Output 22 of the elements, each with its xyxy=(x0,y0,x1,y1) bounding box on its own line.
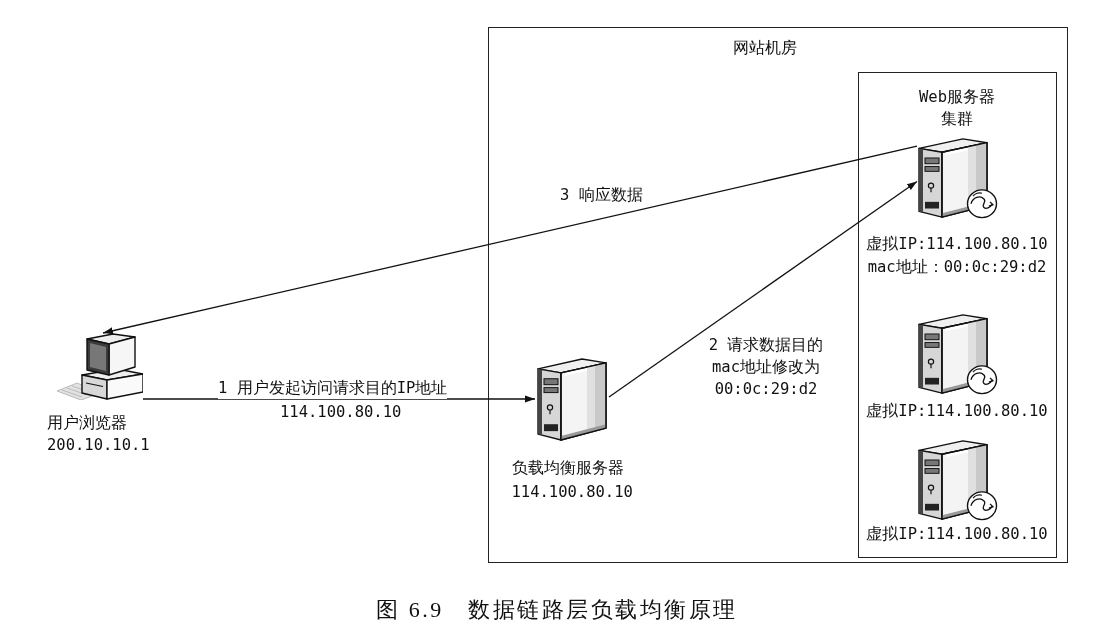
group-title: 网站机房 xyxy=(732,37,797,59)
group-title: Web服务器集群 xyxy=(918,87,996,130)
group-frame xyxy=(857,71,1057,558)
device-label: 200.10.10.1 xyxy=(47,435,150,456)
server-icon xyxy=(534,356,609,442)
arrow xyxy=(142,395,536,403)
device-label: 负载均衡服务器 xyxy=(511,457,624,479)
edge-label: 3 响应数据 xyxy=(560,184,643,206)
device-label: 虚拟IP:114.100.80.10 xyxy=(866,401,1048,422)
edge-label: 1 用户发起访问请求目的IP地址 xyxy=(218,377,448,399)
device-label: 用户浏览器 xyxy=(47,413,127,434)
figure-caption: 图 6.9 数据链路层负载均衡原理 xyxy=(376,596,738,624)
device-label: 虚拟IP:114.100.80.10 xyxy=(866,524,1048,545)
server-icon xyxy=(916,313,998,395)
arrow xyxy=(102,145,918,335)
device-label: mac地址：00:0c:29:d2 xyxy=(867,257,1047,278)
server-icon xyxy=(916,439,998,521)
arrow xyxy=(608,180,918,398)
computer-icon xyxy=(57,333,143,400)
server-icon xyxy=(916,137,998,219)
device-label: 虚拟IP:114.100.80.10 xyxy=(866,234,1048,255)
device-label: 114.100.80.10 xyxy=(511,481,633,503)
